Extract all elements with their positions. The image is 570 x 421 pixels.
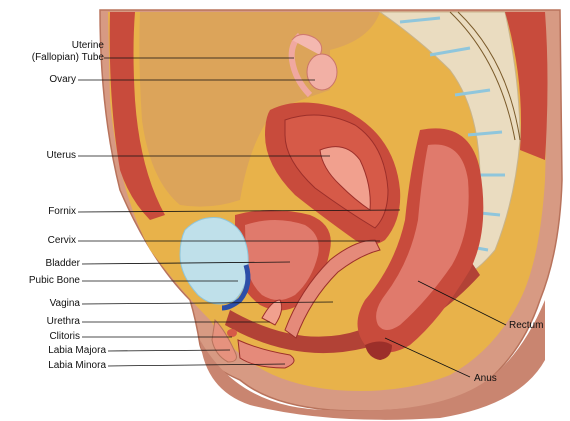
urethra-canal bbox=[261, 299, 283, 326]
label-pubic-bone: Pubic Bone bbox=[28, 275, 80, 286]
label-rectum: Rectum bbox=[509, 320, 544, 331]
clitoris-shape bbox=[227, 329, 237, 337]
labia-majora-shape bbox=[211, 318, 237, 363]
fimbriae bbox=[291, 34, 323, 56]
abdominal-muscle bbox=[109, 12, 165, 220]
label-bladder: Bladder bbox=[45, 258, 80, 269]
anus-shape bbox=[365, 341, 392, 360]
rectum-lumen bbox=[376, 144, 469, 330]
pubic-bone-cartilage bbox=[179, 217, 249, 305]
spinal-canal bbox=[449, 11, 521, 141]
label-ovary: Ovary bbox=[49, 74, 76, 85]
label-anus: Anus bbox=[474, 373, 497, 384]
label-labia-minora: Labia Minora bbox=[48, 360, 106, 371]
label-urethra: Urethra bbox=[46, 316, 80, 327]
leader-lines bbox=[77, 57, 507, 378]
label-clitoris: Clitoris bbox=[49, 331, 80, 342]
back-muscle bbox=[505, 12, 548, 160]
label-cervix: Cervix bbox=[47, 235, 76, 246]
vagina-canal bbox=[284, 239, 381, 339]
label-labia-majora: Labia Majora bbox=[48, 345, 106, 356]
ovary-organ bbox=[306, 53, 338, 91]
label-uterus: Uterus bbox=[46, 150, 76, 161]
pubic-bone-edge bbox=[221, 264, 251, 311]
label-uterine-tube: Uterine (Fallopian) Tube bbox=[31, 40, 104, 63]
label-fornix: Fornix bbox=[48, 206, 76, 217]
label-vagina: Vagina bbox=[49, 298, 80, 309]
bladder-lumen bbox=[245, 220, 319, 300]
